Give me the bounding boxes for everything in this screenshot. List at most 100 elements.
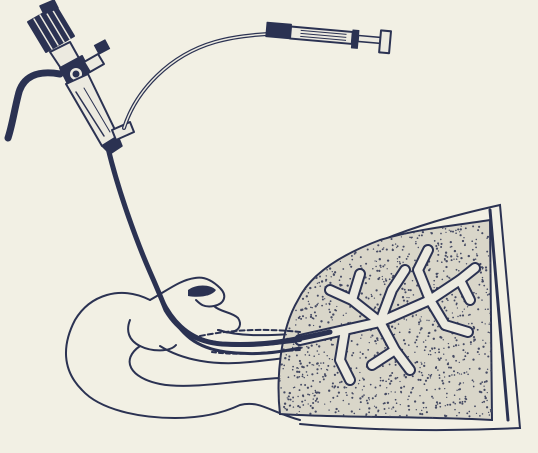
stipple-dot [329,261,331,263]
stipple-dot [383,281,385,283]
stipple-dot [390,238,392,240]
stipple-dot [298,223,300,225]
stipple-dot [323,362,325,364]
stipple-dot [316,241,318,243]
stipple-dot [434,287,435,288]
stipple-dot [329,244,331,246]
stipple-dot [407,256,409,258]
stipple-dot [489,332,490,333]
stipple-dot [327,365,329,367]
stipple-dot [355,236,357,238]
stipple-dot [421,316,422,317]
stipple-dot [349,240,351,242]
stipple-dot [283,226,285,228]
stipple-dot [416,346,418,348]
stipple-dot [336,395,338,397]
stipple-dot [476,239,477,240]
stipple-dot [279,234,280,235]
stipple-dot [343,315,344,316]
stipple-dot [406,297,407,298]
stipple-dot [326,269,328,271]
stipple-dot [374,406,375,407]
stipple-dot [314,234,315,235]
stipple-dot [332,397,334,399]
stipple-dot [386,249,388,251]
stipple-dot [365,282,367,284]
stipple-dot [290,304,291,305]
stipple-dot [436,401,438,403]
stipple-dot [359,397,361,399]
stipple-dot [450,255,452,257]
stipple-dot [390,380,392,382]
stipple-dot [343,400,345,402]
patient-head-profile [66,278,304,420]
stipple-dot [401,228,403,230]
stipple-dot [285,287,287,289]
stipple-dot [293,233,294,234]
stipple-dot [459,401,461,403]
stipple-dot [400,419,402,421]
jaw-line [130,346,280,386]
stipple-dot [391,372,393,374]
stipple-dot [492,293,494,295]
stipple-dot [284,244,286,246]
stipple-dot [375,407,377,409]
stipple-dot [306,346,308,348]
stipple-dot [286,294,288,296]
stipple-dot [321,368,323,370]
stipple-dot [382,276,383,277]
stipple-dot [373,419,374,420]
stipple-dot [295,260,297,262]
stipple-dot [455,360,457,362]
stipple-dot [455,232,457,234]
stipple-dot [290,289,292,291]
stipple-dot [360,221,361,222]
stipple-dot [454,403,456,405]
stipple-dot [312,275,314,277]
stipple-dot [440,357,442,359]
ear-detail [128,320,176,350]
stipple-dot [329,267,331,269]
stipple-dot [376,270,378,272]
stipple-dot [340,276,342,278]
stipple-dot [314,220,315,221]
stipple-dot [314,311,316,313]
stipple-dot [447,420,448,421]
stipple-dot [276,232,278,234]
stipple-dot [324,420,326,422]
stipple-dot [456,339,458,341]
stipple-dot [418,321,420,323]
stipple-dot [402,296,404,298]
stipple-dot [365,263,367,265]
stipple-dot [317,372,319,374]
stipple-dot [301,282,303,284]
stipple-dot [481,321,483,323]
stipple-dot [391,273,393,275]
stipple-dot [482,402,484,404]
stipple-dot [288,359,290,361]
stipple-dot [483,285,485,287]
stipple-dot [385,413,386,414]
stipple-dot [325,303,327,305]
stipple-dot [356,243,358,245]
stipple-dot [404,289,406,291]
stipple-dot [406,414,408,416]
stipple-dot [441,261,443,263]
stipple-dot [476,413,477,414]
stipple-dot [308,226,310,228]
stipple-dot [277,337,279,339]
stipple-dot [446,397,447,398]
stipple-dot [468,323,469,324]
stipple-dot [295,310,297,312]
stipple-dot [374,237,375,238]
stipple-dot [421,413,423,415]
stipple-dot [457,372,459,374]
stipple-dot [332,319,333,320]
stipple-dot [450,421,452,423]
stipple-dot [485,342,487,344]
stipple-dot [377,244,379,246]
stipple-dot [402,249,404,251]
stipple-dot [320,417,322,419]
stipple-dot [385,278,387,280]
stipple-dot [469,368,471,370]
